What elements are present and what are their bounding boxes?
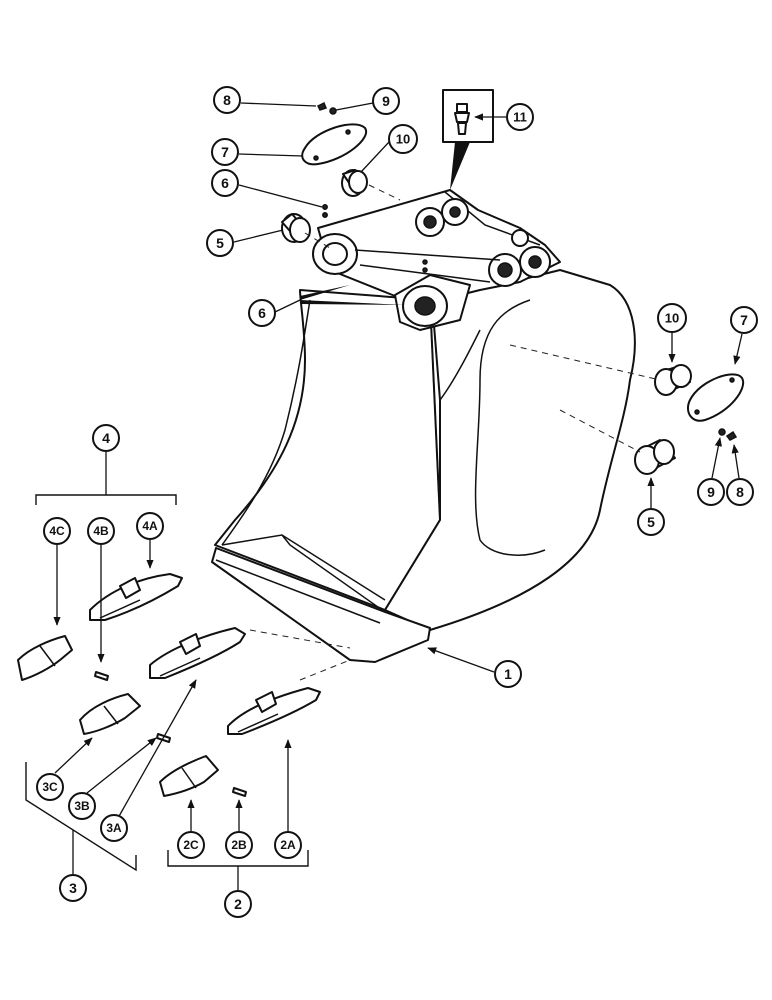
callout-label: 9 [707,484,715,500]
callout-5-right: 5 [637,508,665,536]
callout-2b: 2B [225,831,253,859]
group-brackets [25,452,309,890]
callout-4b: 4B [87,517,115,545]
cover-plate-right [686,373,745,422]
teeth-set-3 [79,627,246,743]
tooth-2c [159,755,219,797]
adapter-3a [149,627,246,679]
callout-2c: 2C [177,831,205,859]
callout-7-right: 7 [730,306,758,334]
adapter-2a [227,687,321,735]
callout-4a: 4A [136,512,164,540]
callout-label: 4A [142,519,158,533]
leader-lines [53,102,743,831]
callout-label: 3C [42,780,58,794]
callout-label: 7 [221,144,229,160]
tooth-3c [79,693,141,735]
callout-4c: 4C [43,517,71,545]
pin-4b [94,671,109,681]
callout-2a: 2A [274,831,302,859]
callout-label: 9 [382,93,390,109]
grease-fitting-inset [442,89,506,190]
callout-label: 2 [234,896,242,912]
callout-3b: 3B [68,792,96,820]
pin-2b [232,787,247,797]
callout-label: 2C [183,838,199,852]
callout-9-left: 9 [372,87,400,115]
callout-6-mid: 6 [248,299,276,327]
callout-8-right: 8 [726,478,754,506]
left-pin-hardware [281,101,428,273]
tooth-4c [17,635,73,681]
callout-label: 8 [223,92,231,108]
bushing-right-lower [634,439,676,475]
callout-label: 2A [280,838,296,852]
bucket [211,269,636,663]
callout-label: 6 [258,305,266,321]
bushing-upper [341,169,368,197]
callout-9-right: 9 [697,478,725,506]
callout-3c: 3C [36,773,64,801]
callout-label: 5 [216,235,224,251]
callout-label: 4C [49,524,65,538]
teeth-set-2 [159,687,321,797]
mounting-bracket [312,189,561,331]
callout-8-left: 8 [213,86,241,114]
callout-1: 1 [494,660,522,688]
adapter-4a [89,573,183,621]
callout-label: 8 [736,484,744,500]
callout-5-left: 5 [206,229,234,257]
callout-label: 10 [396,132,410,147]
callout-label: 4B [93,524,109,538]
cover-plate-left [301,123,368,166]
callout-7-left: 7 [211,138,239,166]
callout-label: 10 [665,311,679,326]
callout-label: 1 [504,666,512,682]
callout-3: 3 [59,874,87,902]
callout-10-left: 10 [388,124,418,154]
callout-label: 3A [106,821,122,835]
callout-label: 3 [69,880,77,896]
callout-label: 6 [221,175,229,191]
callout-3a: 3A [100,814,128,842]
callout-label: 2B [231,838,247,852]
callout-label: 11 [513,110,527,125]
callout-label: 4 [102,430,110,446]
right-pin-hardware [509,344,745,475]
callout-10-right: 10 [657,303,687,333]
bushing-left [281,213,311,243]
callout-label: 7 [740,312,748,328]
callout-11: 11 [506,103,534,131]
callout-6-top: 6 [211,169,239,197]
callout-4: 4 [92,424,120,452]
bushing-right-upper [654,364,692,396]
callout-2: 2 [224,890,252,918]
teeth-set-4 [17,573,183,681]
callout-label: 3B [74,799,90,813]
callout-label: 5 [647,514,655,530]
